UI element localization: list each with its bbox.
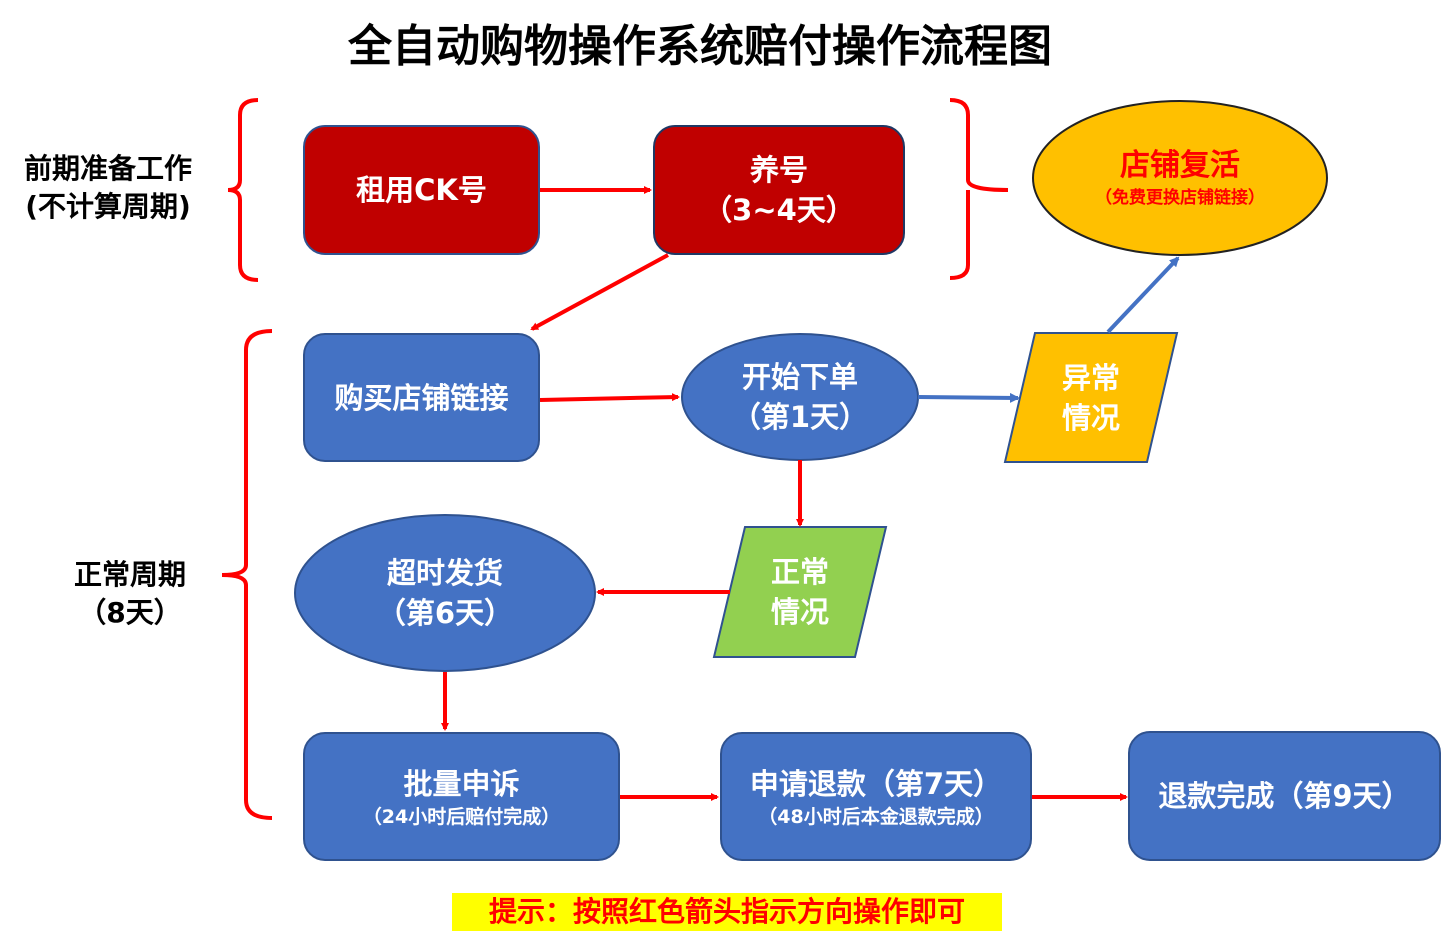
revive-ellipse bbox=[1032, 100, 1328, 256]
arrow-nurture-buy bbox=[530, 253, 669, 331]
node-label: 租用CK号 bbox=[356, 173, 487, 207]
normal-bracket bbox=[221, 329, 273, 820]
normal-phase-line1: 正常周期 bbox=[73, 558, 186, 591]
abnormal-parallelogram bbox=[1003, 332, 1179, 463]
normal-node: 正常 情况 bbox=[730, 534, 870, 650]
late-ship-ellipse bbox=[294, 514, 596, 672]
node-label: 开始下单 bbox=[741, 360, 858, 394]
prep-phase-label: 前期准备工作 (不计算周期) bbox=[8, 150, 208, 226]
abnormal-node: 异常 情况 bbox=[1020, 340, 1162, 456]
prep-left-bracket bbox=[227, 98, 259, 282]
normal-phase-label: 正常周期 （8天） bbox=[55, 556, 205, 632]
arrow-buy-order bbox=[539, 393, 680, 402]
node-sub: （第6天） bbox=[376, 596, 514, 630]
node-sub: （48小时后本金退款完成） bbox=[758, 805, 994, 828]
page-title: 全自动购物操作系统赔付操作流程图 bbox=[348, 21, 1052, 72]
revive-node: 店铺复活 （免费更换店铺链接） bbox=[1033, 101, 1327, 255]
normal-parallelogram bbox=[712, 526, 888, 658]
prep-phase-line1: 前期准备工作 bbox=[23, 152, 192, 185]
node-sub: （3~4天） bbox=[703, 193, 855, 227]
node-sub: （第1天） bbox=[731, 400, 869, 434]
node-label: 申请退款（第7天） bbox=[749, 766, 1003, 801]
node-label: 店铺复活 bbox=[1120, 148, 1240, 183]
node-label: 异常 bbox=[1061, 361, 1120, 395]
arrow-order-abnormal bbox=[917, 392, 1020, 403]
buy-link-node: 购买店铺链接 bbox=[303, 333, 540, 462]
node-label: 养号 bbox=[749, 153, 808, 187]
node-sub: （24小时后赔付完成） bbox=[362, 805, 561, 828]
node-label: 购买店铺链接 bbox=[334, 380, 509, 415]
refund-done-node: 退款完成（第9天） bbox=[1128, 731, 1441, 861]
prep-right-bracket bbox=[949, 98, 1009, 280]
hint-banner: 提示：按照红色箭头指示方向操作即可 bbox=[452, 893, 1002, 931]
rent-ck-node: 租用CK号 bbox=[303, 125, 540, 255]
node-label: 超时发货 bbox=[386, 556, 503, 590]
late-ship-node: 超时发货 （第6天） bbox=[295, 535, 595, 651]
normal-phase-line2: （8天） bbox=[78, 596, 182, 629]
nurture-node: 养号 （3~4天） bbox=[653, 125, 905, 255]
arrow-abnormal-revive bbox=[1106, 256, 1180, 334]
node-label: 正常 bbox=[770, 555, 829, 589]
node-sub: （免费更换店铺链接） bbox=[1095, 188, 1265, 208]
order-node: 开始下单 （第1天） bbox=[682, 334, 918, 460]
node-label: 情况 bbox=[770, 595, 829, 629]
refund-request-node: 申请退款（第7天） （48小时后本金退款完成） bbox=[720, 732, 1032, 861]
node-label: 批量申诉 bbox=[403, 766, 520, 801]
node-label: 退款完成（第9天） bbox=[1158, 779, 1411, 813]
prep-phase-line2: (不计算周期) bbox=[25, 190, 191, 223]
appeal-node: 批量申诉 （24小时后赔付完成） bbox=[303, 732, 620, 861]
node-label: 情况 bbox=[1061, 401, 1120, 435]
